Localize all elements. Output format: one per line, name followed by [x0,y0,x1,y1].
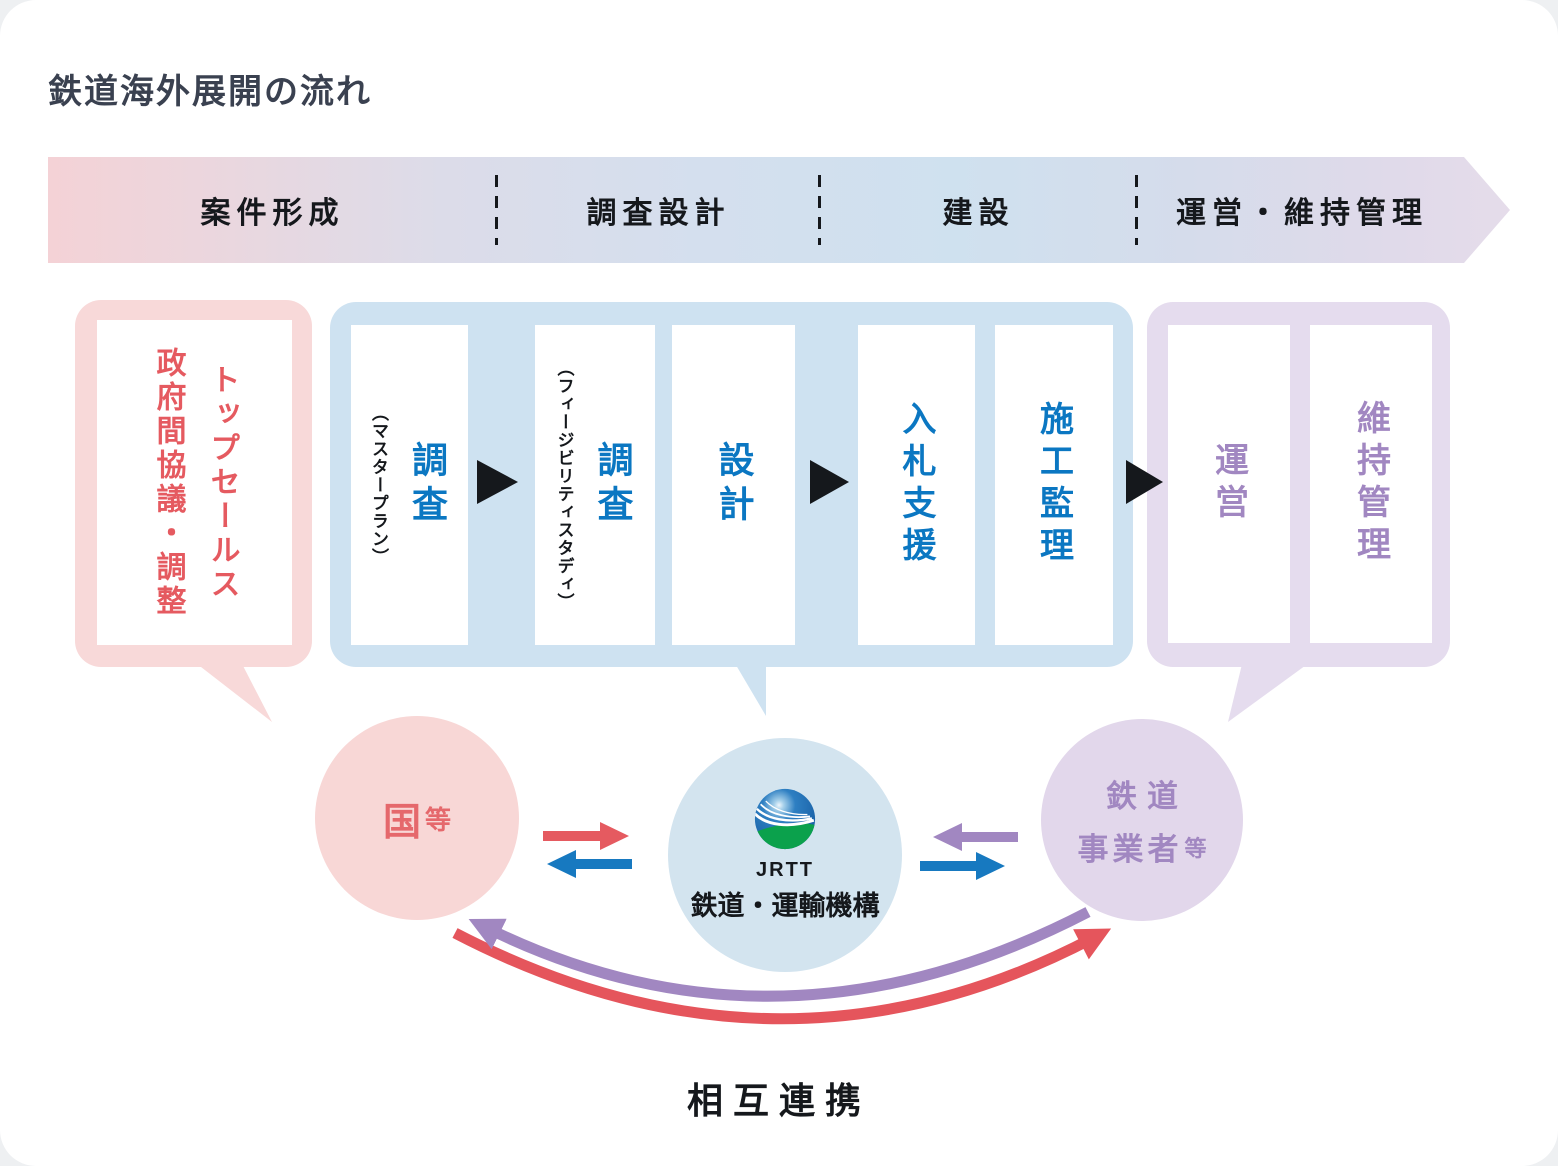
government-bubble: トップセールス 政府間協議・調整 [75,300,312,667]
step-label: 調査 [407,441,448,529]
phase-label-project-formation: 案件形成 [200,197,345,230]
step-construction-supervision: 施工監理 [995,325,1113,645]
step-survey-masterplan: 調査 （マスタープラン） [351,325,468,645]
step-design: 設計 [672,325,795,645]
phase-label-survey-design: 調査設計 [586,197,731,230]
phase-label-construction: 建設 [942,197,1015,230]
gov-to-jrtt-arrow-icon [543,822,629,850]
phase-divider [818,175,821,245]
jrtt-circle: JRTT 鉄道・運輸機構 [668,738,902,972]
step-label: 運営 [1209,442,1248,526]
phase-banner: 案件形成 調査設計 建設 運営・維持管理 [48,157,1510,263]
step-survey-feasibility: 調査 （フィージビリティスタディ） [535,325,655,645]
government-label-suffix: 等 [425,804,452,835]
railway-operator-circle: 鉄道 事業者 等 [1041,719,1243,921]
step-note: （フィージビリティスタディ） [554,359,574,611]
jrtt-abbr: JRTT [756,859,814,881]
step-label: 設計 [713,441,755,529]
operator-bubble-tail [1228,660,1313,722]
jrtt-name: 鉄道・運輸機構 [690,891,880,921]
government-bubble-line1: トップセールス [205,363,239,602]
step-maintenance: 維持管理 [1310,325,1432,643]
phase-label-operation-maintenance: 運営・維持管理 [1176,197,1428,230]
government-bubble-tail [192,660,272,722]
step-operation: 運営 [1168,325,1290,643]
operator-label-line1: 鉄道 [1106,779,1188,814]
operator-label-suffix: 等 [1184,835,1207,861]
phase-banner-arrow [48,157,1510,263]
operator-label-line2: 事業者 [1077,832,1183,867]
phase-divider [495,175,498,245]
step-label: 調査 [592,441,634,529]
government-bubble-box: トップセールス 政府間協議・調整 [97,320,292,645]
operator-to-jrtt-arrow-icon [933,823,1018,851]
government-label: 国 [382,801,423,844]
jrtt-logo-icon [754,788,816,850]
step-label: 維持管理 [1351,400,1390,568]
step-note: （マスタープラン） [369,404,388,566]
step-bid-support: 入札支援 [858,325,975,645]
jrtt-bubble-tail [733,660,766,716]
mutual-cooperation-label: 相互連携 [686,1080,871,1121]
government-bubble-line2: 政府間協議・調整 [151,346,185,619]
jrtt-to-operator-arrow-icon [920,852,1005,880]
step-label: 施工監理 [1034,401,1073,569]
jrtt-to-gov-arrow-icon [547,850,632,878]
operator-steps-bubble: 運営 維持管理 [1147,302,1450,667]
step-label: 入札支援 [897,401,935,569]
page-title: 鉄道海外展開の流れ [48,73,372,111]
jrtt-steps-bubble: 調査 （マスタープラン） 調査 （フィージビリティスタディ） 設計 入札支援 施… [330,302,1133,667]
phase-divider [1135,175,1138,245]
government-circle: 国 等 [315,716,519,920]
